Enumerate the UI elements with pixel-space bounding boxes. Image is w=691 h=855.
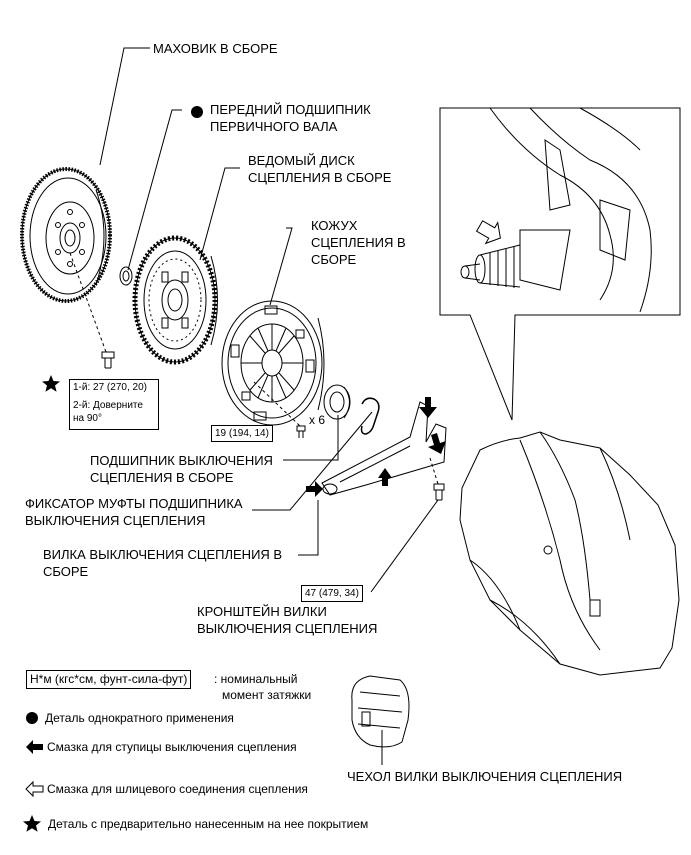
- release-bearing-label-line2: СЦЕПЛЕНИЯ В СБОРЕ: [90, 470, 234, 485]
- magnified-view: [439, 107, 681, 421]
- legend-torque-desc-line2: момент затяжки: [222, 688, 312, 702]
- legend-non-reusable: Деталь однократного применения: [45, 711, 234, 725]
- pilot-bearing-drawing: [119, 266, 133, 286]
- clutch-cover-drawing: [221, 300, 325, 426]
- fork-support-label-line1: КРОНШТЕЙН ВИЛКИ: [197, 604, 327, 619]
- hub-clip-drawing: [360, 397, 380, 435]
- legend-torque-desc-line1: : номинальный: [214, 672, 298, 686]
- clutch-disc-label-line2: СЦЕПЛЕНИЯ В СБОРЕ: [248, 170, 392, 185]
- flywheel-bolt-drawing: [101, 351, 115, 369]
- clutch-cover-label-line3: СБОРЕ: [311, 252, 357, 267]
- hub-grease-arrow-icon: [306, 481, 323, 497]
- clutch-cover-label-line2: СЦЕПЛЕНИЯ В: [311, 235, 406, 250]
- pilot-bearing-label-line1: ПЕРЕДНИЙ ПОДШИПНИК: [210, 102, 371, 117]
- precoated-star-icon: [42, 375, 60, 392]
- hub-clip-label-line1: ФИКСАТОР МУФТЫ ПОДШИПНИКА: [25, 496, 243, 511]
- clutch-disc-label-line1: ВЕДОМЫЙ ДИСК: [248, 153, 355, 168]
- flywheel-bolt-torque-box: 1-й: 27 (270, 20) 2-й: Доверните на 90°: [69, 379, 159, 430]
- fork-support-bolt-drawing: [433, 483, 445, 501]
- non-reusable-bullet-icon: [26, 712, 38, 724]
- release-bearing-label-line1: ПОДШИПНИК ВЫКЛЮЧЕНИЯ: [90, 453, 273, 468]
- hub-grease-arrow-icon: [428, 433, 446, 454]
- legend-release-hub-grease: Смазка для ступицы выключения сцепления: [47, 740, 297, 754]
- clutch-disc-drawing: [132, 235, 218, 365]
- flywheel-bolt-torque-step1: 1-й: 27 (270, 20): [73, 382, 147, 393]
- fork-boot-label: ЧЕХОЛ ВИЛКИ ВЫКЛЮЧЕНИЯ СЦЕПЛЕНИЯ: [347, 769, 623, 784]
- pilot-bearing-label-line2: ПЕРВИЧНОГО ВАЛА: [210, 119, 338, 134]
- hub-clip-label-line2: ВЫКЛЮЧЕНИЯ СЦЕПЛЕНИЯ: [25, 513, 206, 528]
- flywheel-bolt-torque-step2-angle: на 90°: [73, 413, 102, 424]
- legend-precoated: Деталь с предварительно нанесенным на не…: [48, 817, 369, 831]
- flywheel-label: МАХОВИК В СБОРЕ: [153, 41, 278, 56]
- legend-spline-grease: Смазка для шлицевого соединения сцеплени…: [47, 782, 308, 796]
- cover-bolt-quantity: x 6: [309, 413, 326, 427]
- transmission-housing-drawing: [459, 431, 680, 676]
- release-fork-label-line2: СБОРЕ: [43, 564, 89, 579]
- legend-torque-unit-box: Н*м (кгс*см, фунт-сила-фут): [26, 670, 192, 689]
- fork-support-label-line2: ВЫКЛЮЧЕНИЯ СЦЕПЛЕНИЯ: [197, 621, 378, 636]
- non-reusable-bullet-icon: [191, 106, 203, 118]
- hub-grease-arrow-icon: [26, 740, 43, 754]
- fork-boot-drawing: [351, 675, 410, 748]
- release-fork-drawing: [321, 401, 447, 496]
- cover-bolt-torque-box: 19 (194, 14): [211, 425, 273, 442]
- spline-grease-arrow-icon: [25, 780, 44, 798]
- cover-bolt-drawing: [296, 425, 306, 438]
- flywheel-bolt-torque-step2: 2-й: Доверните: [73, 400, 143, 411]
- hub-grease-arrow-icon: [419, 397, 437, 418]
- hub-grease-arrow-icon: [378, 468, 392, 486]
- fork-support-torque-box: 47 (479, 34): [301, 585, 363, 602]
- clutch-cover-label-line1: КОЖУХ: [311, 218, 358, 233]
- release-bearing-drawing: [323, 384, 351, 420]
- flywheel-drawing: [20, 167, 112, 303]
- precoated-star-icon: [22, 815, 41, 832]
- release-fork-label-line1: ВИЛКА ВЫКЛЮЧЕНИЯ СЦЕПЛЕНИЯ В: [43, 547, 283, 562]
